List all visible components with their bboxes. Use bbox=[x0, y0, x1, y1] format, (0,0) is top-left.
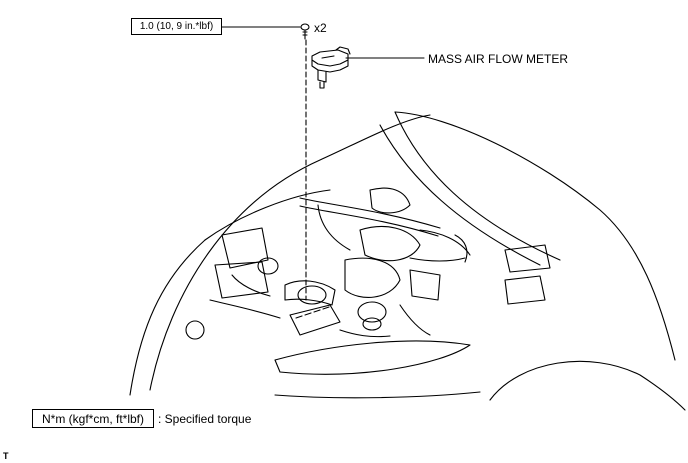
figure-code: T bbox=[3, 451, 9, 461]
mass-air-flow-meter-icon bbox=[311, 46, 351, 89]
legend-description: : Specified torque bbox=[158, 412, 252, 426]
bolt-icon bbox=[300, 23, 310, 40]
part-label: MASS AIR FLOW METER bbox=[428, 52, 569, 66]
bolt-count-label: x2 bbox=[314, 21, 327, 35]
legend-unit-box: N*m (kgf*cm, ft*lbf) bbox=[32, 409, 154, 428]
torque-spec-box: 1.0 (10, 9 in.*lbf) bbox=[131, 18, 222, 35]
